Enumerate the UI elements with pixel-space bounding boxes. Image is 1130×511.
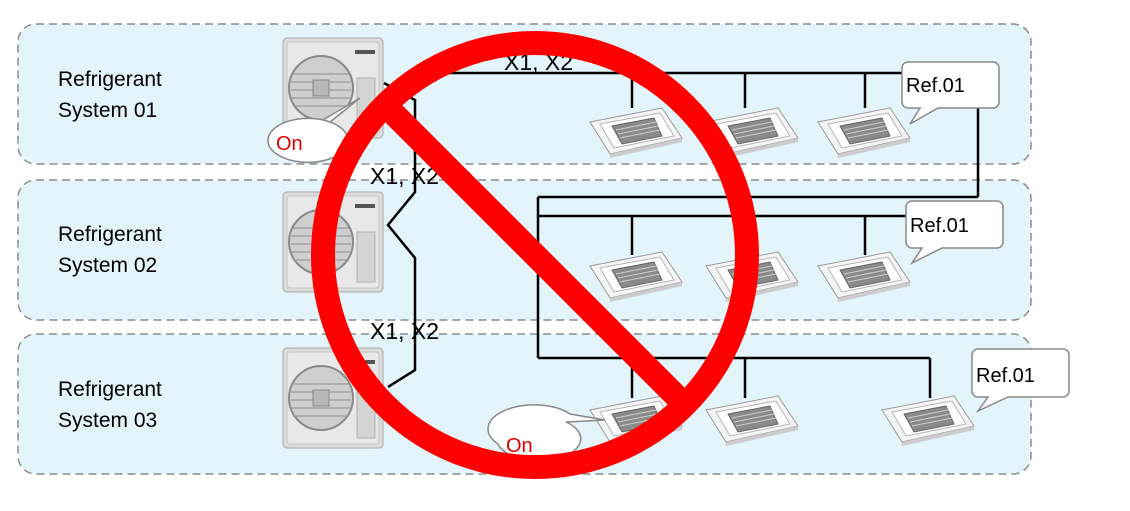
wiring xyxy=(383,71,980,398)
outdoor-interconnect-wire xyxy=(383,81,417,389)
ref-bottom-text: Ref.01 xyxy=(976,365,1035,387)
ref-callout-bottom: Ref.01 xyxy=(971,348,1070,413)
outdoor-on-text: On xyxy=(276,133,303,155)
system-02-label-line2: System 02 xyxy=(58,254,157,277)
system-03-label-line2: System 03 xyxy=(58,409,157,432)
system-02-label-line1: Refrigerant xyxy=(58,223,162,246)
bus-label-middle: X1, X2 xyxy=(370,163,439,189)
indoor-on-callout: On xyxy=(487,404,606,462)
ref-callout-top: Ref.01 xyxy=(901,61,1000,125)
ref-middle-text: Ref.01 xyxy=(910,215,969,237)
ref-callout-middle: Ref.01 xyxy=(905,200,1004,265)
system-01-label-line1: Refrigerant xyxy=(58,68,162,91)
prohibition-sign-icon xyxy=(311,31,759,479)
indoor-on-text: On xyxy=(506,435,533,457)
bus-label-lower: X1, X2 xyxy=(370,318,439,344)
system-01-label-line2: System 01 xyxy=(58,99,157,122)
ref-top-text: Ref.01 xyxy=(906,75,965,97)
system-03-label-line1: Refrigerant xyxy=(58,378,162,401)
outdoor-on-callout: On xyxy=(267,97,361,164)
